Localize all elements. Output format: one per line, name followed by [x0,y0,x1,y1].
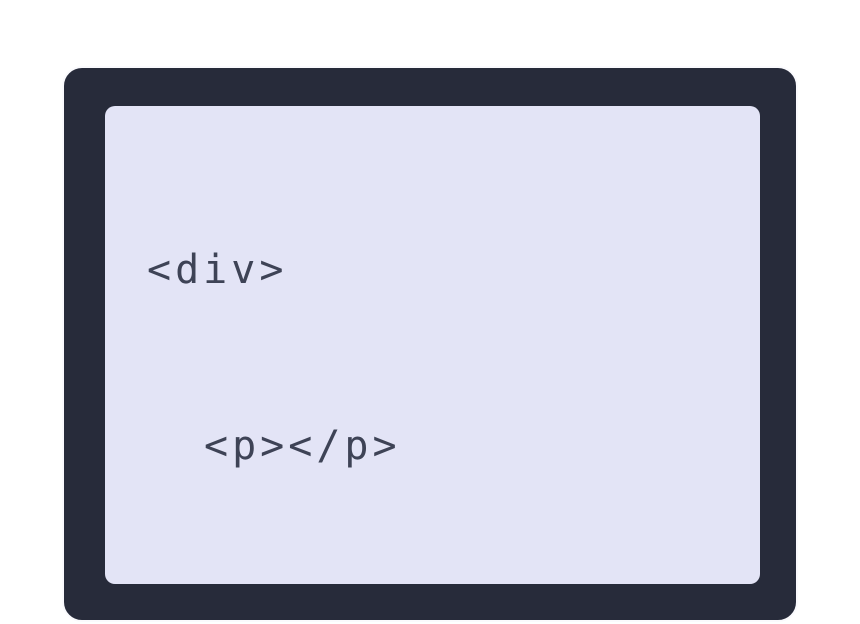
code-panel: <div> <p></p> <form> </form> </div> [105,106,760,584]
code-line-div-open: <div> [147,247,288,293]
code-card: <div> <p></p> <form> </form> </div> [62,66,798,622]
code-line-p: <p></p> [204,423,401,469]
code-line-form-open: <form> [147,580,760,584]
code-block: <div> <p></p> <form> </form> </div> [105,106,760,584]
